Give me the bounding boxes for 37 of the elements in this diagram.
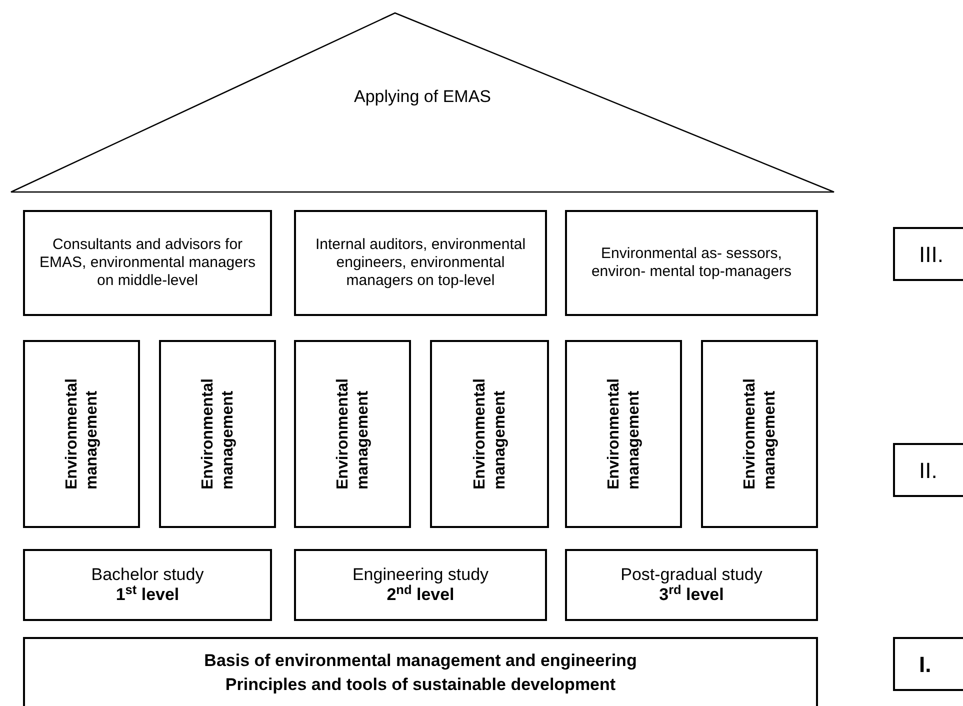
box-text: 3$^{rd}$ level — [659, 585, 724, 605]
pillar-box — [701, 340, 818, 528]
vertical-text: Environmental management — [470, 379, 509, 489]
study-box — [23, 549, 272, 621]
level-numeral: I. — [919, 650, 932, 678]
level-numeral: III. — [919, 240, 944, 268]
pillar-box — [23, 340, 140, 528]
pillar-box — [430, 340, 549, 528]
role-box — [294, 210, 547, 316]
vertical-text: Environmental management — [604, 379, 643, 489]
basis-box — [23, 637, 818, 706]
level-box — [893, 227, 963, 281]
box-text: Bachelor study — [91, 565, 204, 585]
level-box — [893, 637, 963, 691]
box-text: Engineering study — [352, 565, 489, 584]
role-box — [565, 210, 818, 316]
level-box — [893, 443, 963, 497]
box-text: Principles and tools of sustainable development — [225, 674, 616, 696]
box-text: Consultants and advisors for EMAS, environmental managers on middle-level — [38, 236, 256, 290]
box-text: 1$^{st}$ level — [116, 585, 180, 605]
role-box — [23, 210, 272, 316]
roof-text: Applying of EMAS — [354, 86, 491, 108]
box-text: 2$^{nd}$ level — [386, 585, 454, 605]
box-text: Post-gradual study — [620, 565, 762, 584]
study-box — [294, 549, 547, 621]
box-text: Environmental as- sessors, environ- mental top-managers — [590, 245, 793, 281]
vertical-text: Environmental management — [332, 379, 372, 489]
vertical-text: Environmental management — [740, 379, 779, 489]
level-numeral: II. — [919, 456, 938, 484]
pillar-box — [159, 340, 276, 528]
vertical-text: Environmental management — [62, 379, 101, 489]
study-box — [565, 549, 818, 621]
box-text: Basis of environmental management and engineering — [204, 650, 637, 672]
pillar-box — [565, 340, 682, 528]
pillar-box — [294, 340, 411, 528]
box-text: Internal auditors, environmental engineers, environmental managers on top-level — [314, 236, 527, 290]
vertical-text: Environmental management — [198, 379, 237, 489]
